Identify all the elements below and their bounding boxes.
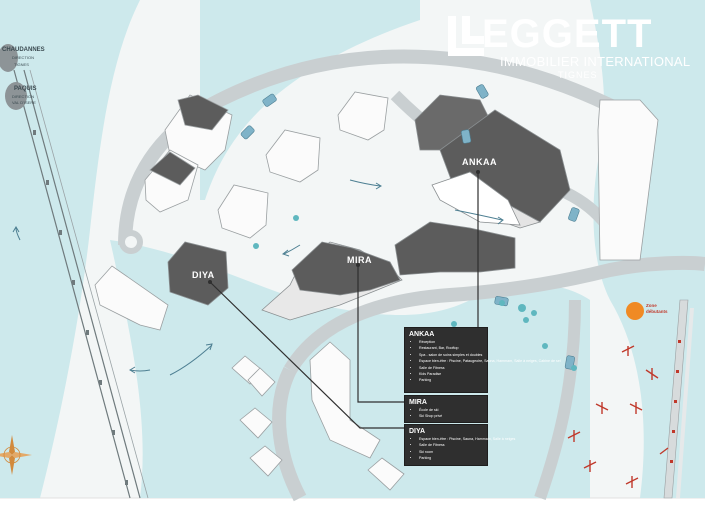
- lift-destination-paquis: VAL D'ISERE: [12, 100, 36, 105]
- building-label-mira[interactable]: MIRA: [347, 255, 372, 265]
- lift-pylons: [33, 130, 128, 485]
- lift-label-paquis: PAQUIS: [14, 86, 37, 92]
- building-diya: [167, 241, 229, 306]
- lift-station-paquis: [5, 82, 27, 110]
- building-ankaa: [414, 94, 571, 229]
- lift-direction-chaudannes: DIRECTION: [12, 55, 34, 60]
- list-item: Parking: [419, 377, 483, 383]
- lift-label-chaudannes: CHAUDANNES: [2, 47, 45, 53]
- lift-station-chaudannes: [0, 44, 18, 72]
- slope-area-top: [200, 0, 420, 200]
- list-item: Espace bien-être : Piscine, Sauna, Hamma…: [419, 436, 515, 442]
- list-item: Réception: [419, 339, 483, 345]
- road-middle: [284, 255, 705, 374]
- info-box-ankaa: ANKAA Réception Restaurant, Bar, Rooftop…: [404, 327, 561, 393]
- info-title-diya: DIYA: [409, 428, 426, 435]
- compass-rose-icon: [0, 435, 32, 475]
- info-box-mira: MIRA École de ski Ski Shop privé: [404, 395, 488, 423]
- lift-direction-paquis: DIRECTION: [12, 94, 34, 99]
- list-item: Kids Paradise: [419, 371, 483, 377]
- building-mira: [261, 221, 516, 321]
- list-item: Salle de Fitness: [419, 442, 483, 448]
- info-box-diya: DIYA Espace bien-être : Piscine, Sauna, …: [404, 424, 515, 466]
- list-item: Espace bien-être : Piscine, Pataugeoire,…: [419, 358, 561, 364]
- brand-name: EGGETT: [482, 12, 653, 56]
- list-item: Ski Shop privé: [419, 413, 483, 419]
- list-item: Restaurant, Bar, Rooftop: [419, 345, 483, 351]
- buildings: [94, 91, 659, 491]
- brand-city: TIGNES: [558, 70, 598, 80]
- brand-subtitle: IMMOBILIER INTERNATIONAL: [500, 54, 691, 69]
- list-item: Salle de Fitness: [419, 365, 483, 371]
- slope-area-left: [0, 0, 140, 498]
- ski-direction-arrows: [12, 179, 504, 376]
- list-item: École de ski: [419, 407, 483, 413]
- list-item: Ski room: [419, 449, 483, 455]
- road-top: [118, 49, 644, 246]
- list-item: Parking: [419, 455, 483, 461]
- lift-destination-chaudannes: TIGNES: [14, 62, 29, 67]
- leggett-logo-icon: [448, 16, 484, 56]
- trees: [253, 215, 577, 371]
- skier-icons: [567, 345, 669, 488]
- brand-header: EGGETT IMMOBILIER INTERNATIONAL TIGNES: [446, 12, 696, 84]
- info-title-mira: MIRA: [409, 399, 427, 406]
- beginner-zone-icon: [626, 302, 644, 320]
- leader-lines: [209, 172, 479, 429]
- info-title-ankaa: ANKAA: [409, 331, 435, 338]
- list-item: Spa - salon de soins simples et doubles: [419, 352, 483, 358]
- beginner-slope-posts: [663, 299, 694, 499]
- building-label-diya[interactable]: DIYA: [192, 270, 215, 280]
- building-label-ankaa[interactable]: ANKAA: [462, 157, 497, 167]
- beginner-zone-label: Zone débutants: [646, 303, 668, 314]
